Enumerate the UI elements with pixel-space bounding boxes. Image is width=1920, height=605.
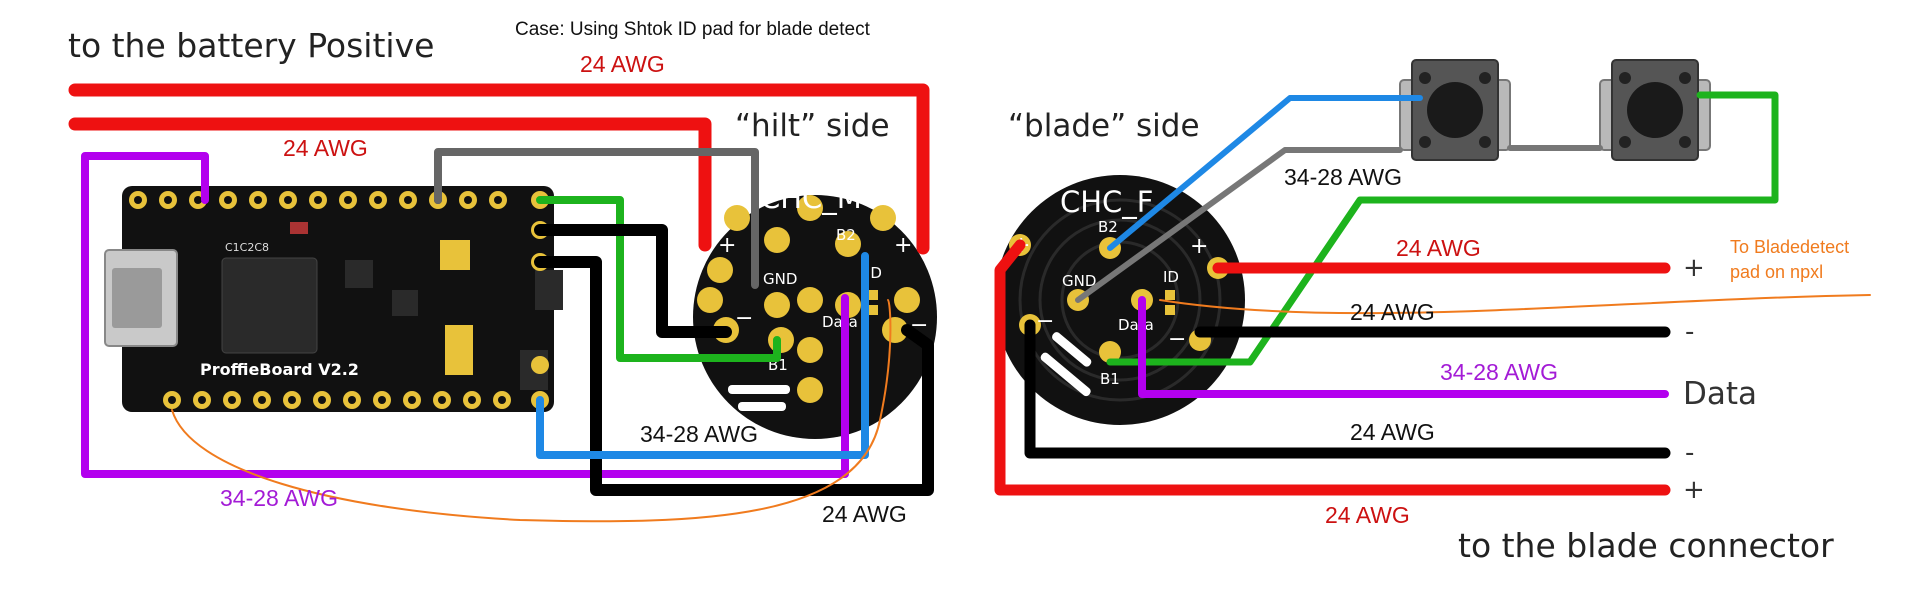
output-plus-top: +: [1683, 253, 1705, 283]
awg-blade-purple: 34-28 AWG: [1440, 359, 1558, 385]
tactile-switch-1: [1399, 59, 1511, 161]
chc-f-pin-b1: B1: [1100, 370, 1120, 388]
awg-switch-wires: 34-28 AWG: [1284, 164, 1402, 190]
awg-red-top: 24 AWG: [580, 51, 665, 77]
wire-blue-blade: [1107, 95, 1423, 251]
annotation-line-hilt: [171, 299, 892, 523]
awg-blade-red: 24 AWG: [1396, 235, 1481, 261]
wire-black-blade-bottom: [1024, 319, 1671, 459]
wire-green-blade: [1106, 91, 1779, 366]
wire-purple-blade: [1138, 296, 1669, 398]
chc-f-pin-minus-left: −: [1036, 309, 1054, 334]
blade-side-label: “blade” side: [1008, 108, 1200, 144]
chc-m-connector: CHC_M GND B2 ID Data B1 + + − −: [693, 181, 937, 439]
wire-black-hilt-1: [534, 224, 732, 338]
chc-m-pin-gnd: GND: [763, 270, 797, 288]
wire-red-blade-bottom: [994, 239, 1671, 496]
chc-m-pin-data: Data: [822, 313, 858, 331]
annotation-line2: pad on npxl: [1730, 262, 1823, 282]
chip-label: C1C2C8: [225, 241, 269, 254]
mcu-chip: [221, 257, 318, 354]
wire-red-battery-2: [68, 117, 712, 252]
annotation-line-blade: [1159, 294, 1871, 315]
chc-m-pin-plus-right: +: [894, 233, 912, 258]
chc-f-pin-gnd: GND: [1062, 272, 1096, 290]
awg-blade-red2: 24 AWG: [1325, 502, 1410, 528]
chc-f-pin-minus-right: −: [1168, 327, 1186, 352]
output-minus-bottom: -: [1685, 438, 1694, 468]
hilt-side-label: “hilt” side: [735, 108, 890, 144]
awg-blade-black2: 24 AWG: [1350, 419, 1435, 445]
chc-f-pin-plus-right: +: [1190, 234, 1208, 259]
wire-blue-hilt: [536, 252, 869, 459]
output-minus-top: -: [1685, 317, 1694, 347]
chc-f-pin-b2: B2: [1098, 218, 1118, 236]
proffieboard: C1C2C8 ProffieBoard V2.2: [104, 186, 563, 412]
awg-black-bottom: 24 AWG: [822, 501, 907, 527]
wire-black-hilt-2: [534, 256, 934, 496]
board-name: ProffieBoard V2.2: [200, 360, 359, 379]
wires: [68, 83, 1871, 523]
chc-m-pin-minus-left: −: [735, 306, 753, 331]
wire-green-hilt: [536, 196, 781, 362]
chc-m-pin-plus-left: +: [718, 233, 736, 258]
wire-gray-hilt: [434, 148, 759, 289]
chc-f-title: CHC_F: [1060, 185, 1154, 219]
wire-red-battery-1: [68, 83, 930, 255]
chc-m-title: CHC_M: [760, 181, 862, 215]
awg-blade-black: 24 AWG: [1350, 299, 1435, 325]
tactile-switch-2: [1599, 59, 1711, 161]
chc-f-pin-data: Data: [1118, 316, 1154, 334]
case-title: Case: Using Shtok ID pad for blade detec…: [515, 19, 871, 40]
output-data: Data: [1683, 376, 1757, 412]
awg-purple-bottom: 34-28 AWG: [220, 485, 338, 511]
awg-blue-bottom: 34-28 AWG: [640, 421, 758, 447]
chc-f-pin-id: ID: [1163, 268, 1179, 286]
blade-connector-label: to the blade connector: [1458, 526, 1834, 565]
wire-gray-blade: [1075, 147, 1403, 303]
chc-m-pin-id: ID: [866, 264, 882, 282]
output-plus-bottom: +: [1683, 475, 1705, 505]
awg-red-second: 24 AWG: [283, 135, 368, 161]
chc-m-pin-b2: B2: [836, 226, 856, 244]
annotation-line1: To Bladedetect: [1730, 237, 1849, 257]
wire-purple-hilt: [81, 152, 849, 478]
battery-label: to the battery Positive: [68, 26, 434, 65]
